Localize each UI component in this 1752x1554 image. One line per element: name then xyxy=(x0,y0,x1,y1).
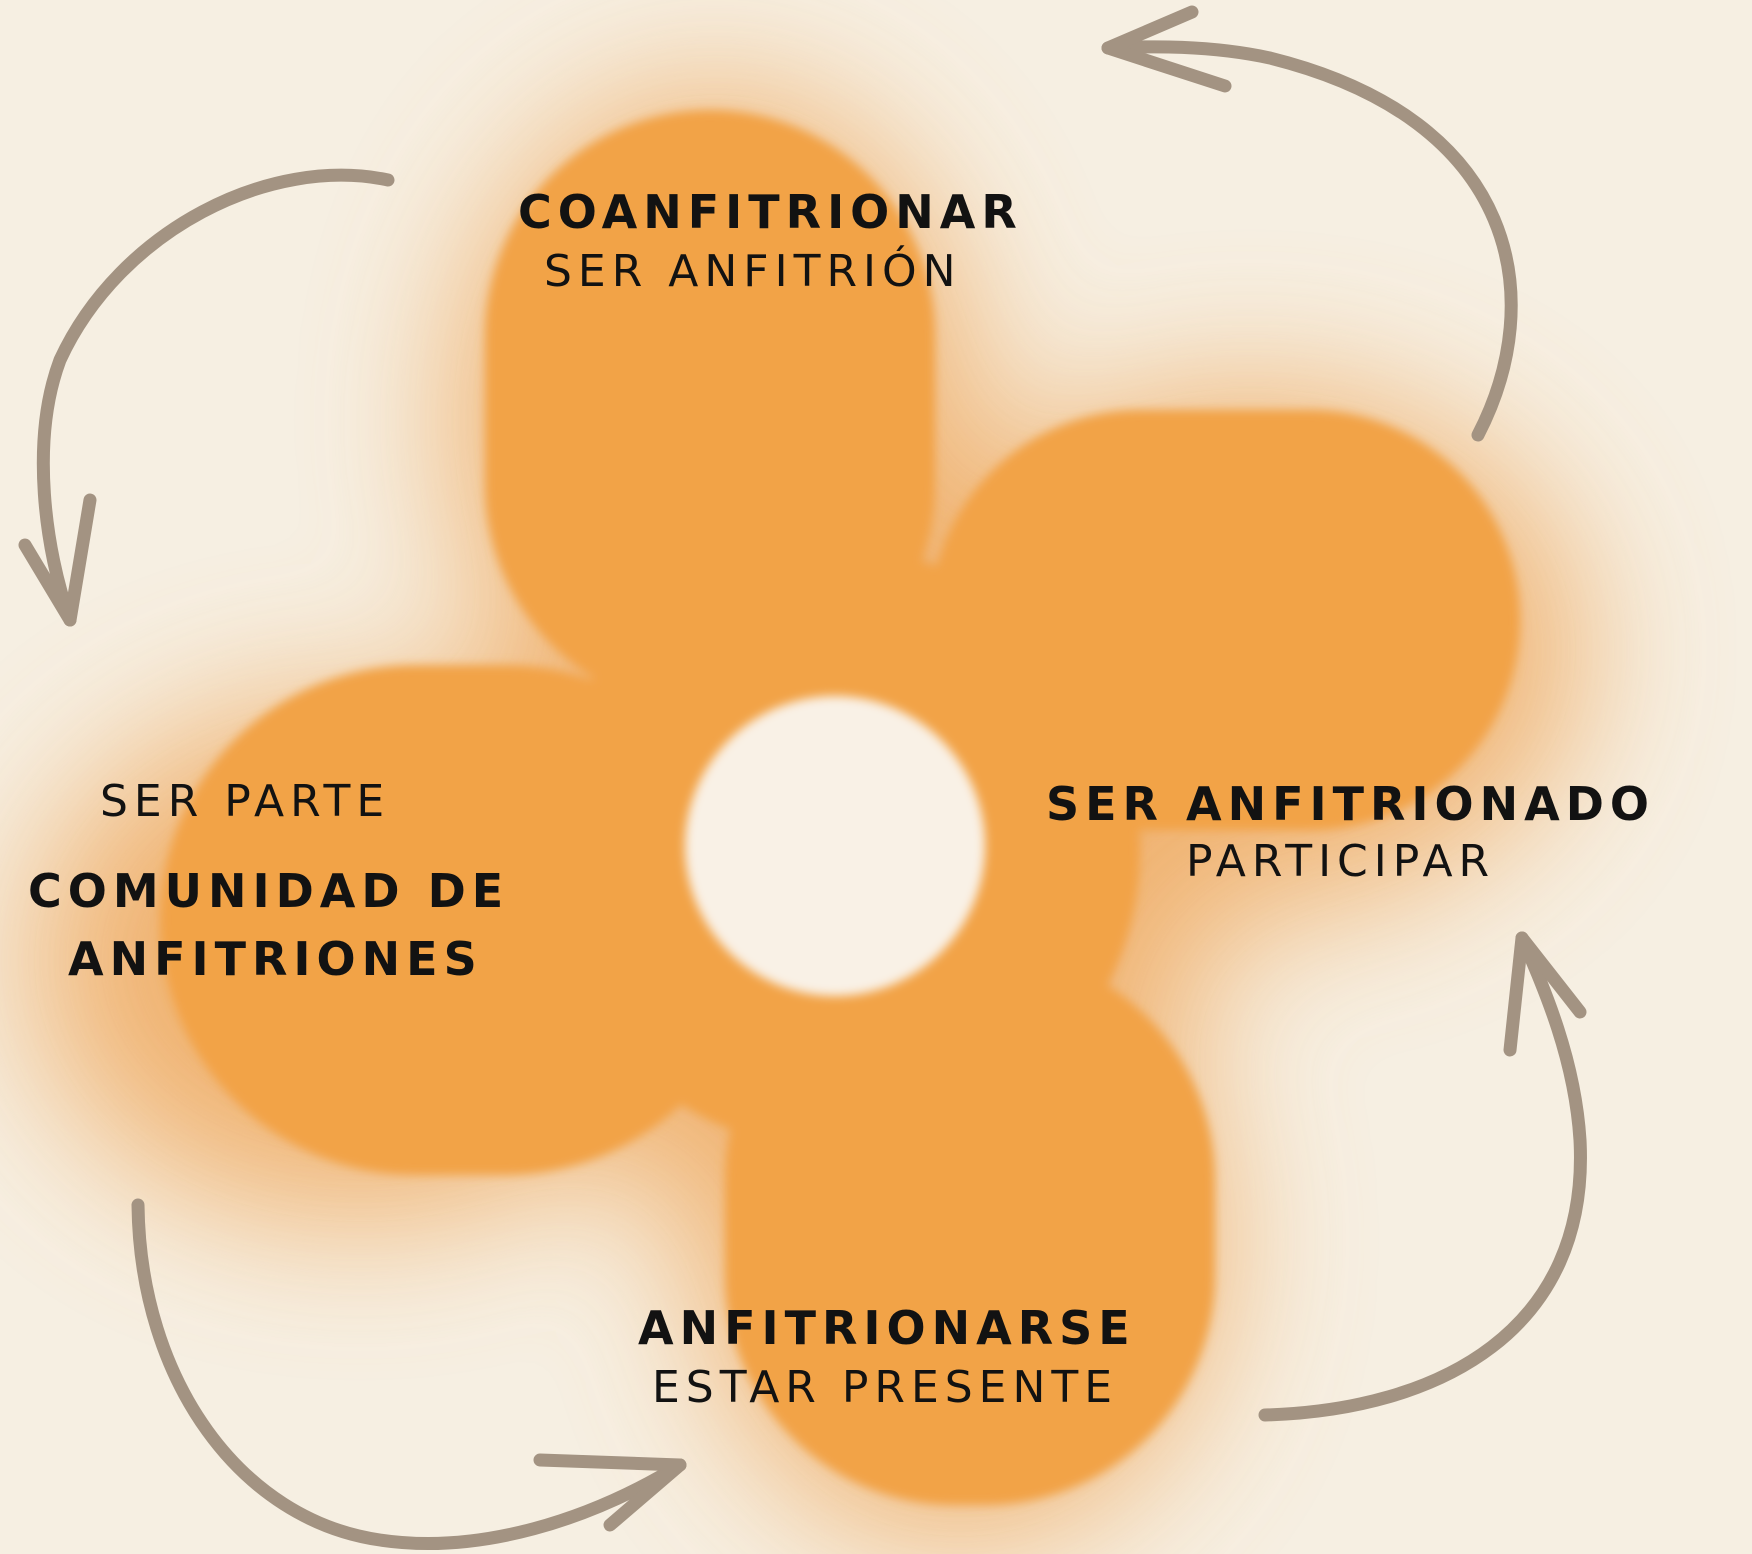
top-stage-title: COANFITRIONAR xyxy=(518,185,1023,239)
left-stage-subtitle: SER PARTE xyxy=(100,776,391,827)
right-stage-subtitle: PARTICIPAR xyxy=(1186,836,1496,887)
curved-arrow-icon xyxy=(1101,5,1518,442)
bottom-stage-subtitle: ESTAR PRESENTE xyxy=(652,1362,1119,1413)
left-stage-title-line2: ANFITRIONES xyxy=(68,932,483,986)
curved-arrow-icon xyxy=(1258,931,1587,1422)
top-stage-subtitle: SER ANFITRIÓN xyxy=(544,246,962,297)
flower-center xyxy=(685,696,985,996)
right-stage-title: SER ANFITRIONADO xyxy=(1046,777,1656,831)
curved-arrow-icon xyxy=(18,168,395,627)
curved-arrow-icon xyxy=(131,1198,687,1550)
bottom-stage-title: ANFITRIONARSE xyxy=(638,1301,1136,1355)
left-stage-title-line1: COMUNIDAD DE xyxy=(28,864,510,918)
